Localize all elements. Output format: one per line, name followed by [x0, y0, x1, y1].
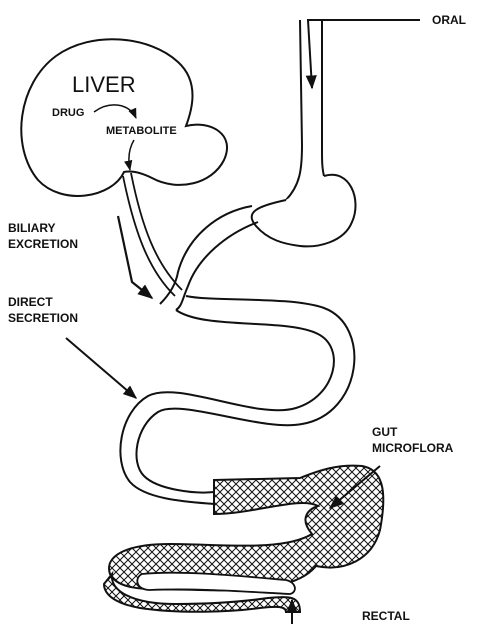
- drug-label: DRUG: [52, 107, 84, 119]
- esophagus: [286, 20, 324, 200]
- metabolite-label: METABOLITE: [106, 125, 177, 137]
- biliary-label-line1: BILIARY: [8, 221, 56, 235]
- rectal-label: RECTAL: [362, 609, 410, 623]
- stomach: [252, 175, 356, 247]
- liver-label: LIVER: [72, 72, 136, 97]
- direct-label-line2: SECRETION: [8, 311, 78, 325]
- oral-label: ORAL: [432, 13, 466, 27]
- gut-label-line2: MICROFLORA: [372, 441, 454, 455]
- duodenum: [160, 206, 258, 310]
- direct-label-line1: DIRECT: [8, 295, 53, 309]
- oral-arrow: [308, 20, 420, 88]
- biliary-label-line2: EXCRETION: [8, 237, 78, 251]
- gut-label-line1: GUT: [372, 425, 398, 439]
- direct-secretion-arrow: [66, 338, 136, 398]
- colon-hatched: [109, 466, 383, 591]
